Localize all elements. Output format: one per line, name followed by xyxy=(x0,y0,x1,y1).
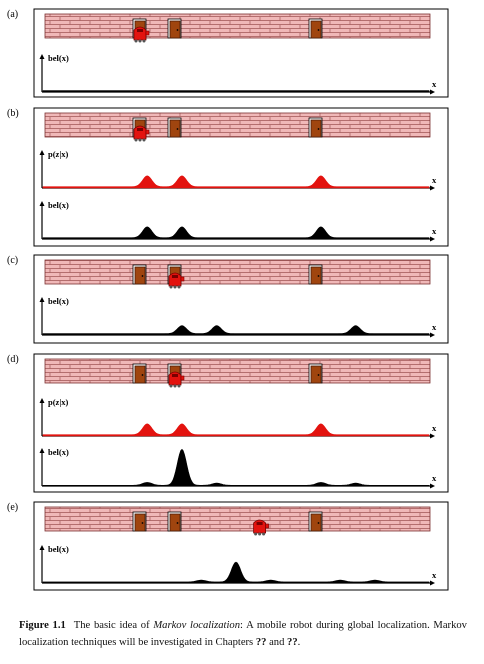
plot-p-z-given-x: p(z|x) x xyxy=(39,397,437,439)
distribution-curve xyxy=(42,448,430,487)
x-axis-label: x xyxy=(432,79,437,89)
plot-belief: bel(x) x xyxy=(39,200,437,242)
plot-belief: bel(x) x xyxy=(39,544,437,586)
door xyxy=(167,18,182,39)
chapter-reference: ?? xyxy=(287,637,298,648)
door xyxy=(308,363,323,384)
panel-label: (a) xyxy=(7,9,18,20)
y-axis-label: bel(x) xyxy=(48,53,69,63)
panel-label: (e) xyxy=(7,502,18,513)
figure-caption: Figure 1.1 The basic idea of Markov local… xyxy=(19,617,467,651)
distribution-curve xyxy=(42,325,430,336)
x-axis-arrow xyxy=(430,236,435,242)
x-axis-label: x xyxy=(432,226,437,236)
x-axis-label: x xyxy=(432,423,437,433)
y-axis-label: bel(x) xyxy=(48,544,69,554)
brick-wall xyxy=(44,506,431,532)
x-axis-label: x xyxy=(432,473,437,483)
door xyxy=(132,363,147,384)
distribution-curve xyxy=(42,561,430,584)
plot-p-z-given-x: p(z|x) x xyxy=(39,149,437,191)
panel-d: (d) p(z|x) x bel(x) x xyxy=(7,353,449,493)
robot-icon xyxy=(253,519,269,536)
caption-label: Figure 1.1 xyxy=(19,620,66,631)
door xyxy=(132,511,147,532)
chapter-reference: ?? xyxy=(255,637,267,648)
y-axis-label: bel(x) xyxy=(48,200,69,210)
distribution-curve xyxy=(42,175,430,189)
door xyxy=(167,117,182,138)
x-axis-label: x xyxy=(432,175,437,185)
door xyxy=(308,511,323,532)
robot-icon xyxy=(168,272,185,289)
caption-text: and xyxy=(266,637,288,648)
y-axis-arrow xyxy=(39,297,45,302)
distribution-curve xyxy=(42,90,430,93)
x-axis-arrow xyxy=(430,433,435,439)
caption-text: . xyxy=(297,637,301,648)
caption-text: : A mobile robot during global localizat… xyxy=(19,620,467,648)
caption-emphasis: Markov localization xyxy=(153,620,241,631)
caption-text: The basic idea of xyxy=(73,620,154,631)
plot-belief: bel(x) x xyxy=(39,53,437,95)
door xyxy=(308,264,323,285)
door xyxy=(308,18,323,39)
x-axis-arrow xyxy=(430,332,435,338)
brick-wall xyxy=(44,112,431,138)
x-axis-arrow xyxy=(430,89,435,95)
panel-b: (b) p(z|x) x bel(x) x xyxy=(7,107,449,247)
y-axis-label: bel(x) xyxy=(48,447,69,457)
y-axis-label: p(z|x) xyxy=(48,397,68,407)
x-axis-arrow xyxy=(430,185,435,191)
robot-icon xyxy=(133,26,150,43)
door xyxy=(132,264,147,285)
brick-wall xyxy=(44,259,431,285)
x-axis-label: x xyxy=(432,570,437,580)
plot-belief: bel(x) x xyxy=(39,447,437,489)
panel-c: (c) bel(x) x xyxy=(7,254,449,344)
panel-label: (b) xyxy=(7,108,19,119)
door xyxy=(308,117,323,138)
distribution-curve xyxy=(42,226,430,240)
panel-e: (e) bel(x) x xyxy=(7,501,449,591)
x-axis-arrow xyxy=(430,483,435,489)
brick-wall xyxy=(44,358,431,384)
y-axis-arrow xyxy=(39,150,45,155)
y-axis-label: bel(x) xyxy=(48,296,69,306)
y-axis-arrow xyxy=(39,54,45,59)
y-axis-arrow xyxy=(39,201,45,206)
y-axis-arrow xyxy=(39,545,45,550)
y-axis-label: p(z|x) xyxy=(48,149,68,159)
plot-belief: bel(x) x xyxy=(39,296,437,338)
x-axis-label: x xyxy=(432,322,437,332)
brick-wall xyxy=(44,13,431,39)
panel-a: (a) bel(x) x xyxy=(7,8,449,98)
door xyxy=(167,511,182,532)
panel-label: (d) xyxy=(7,354,19,365)
x-axis-arrow xyxy=(430,580,435,586)
y-axis-arrow xyxy=(39,398,45,403)
robot-icon xyxy=(133,125,150,142)
panel-label: (c) xyxy=(7,255,18,266)
robot-icon xyxy=(168,371,185,388)
y-axis-arrow xyxy=(39,448,45,453)
distribution-curve xyxy=(42,423,430,437)
